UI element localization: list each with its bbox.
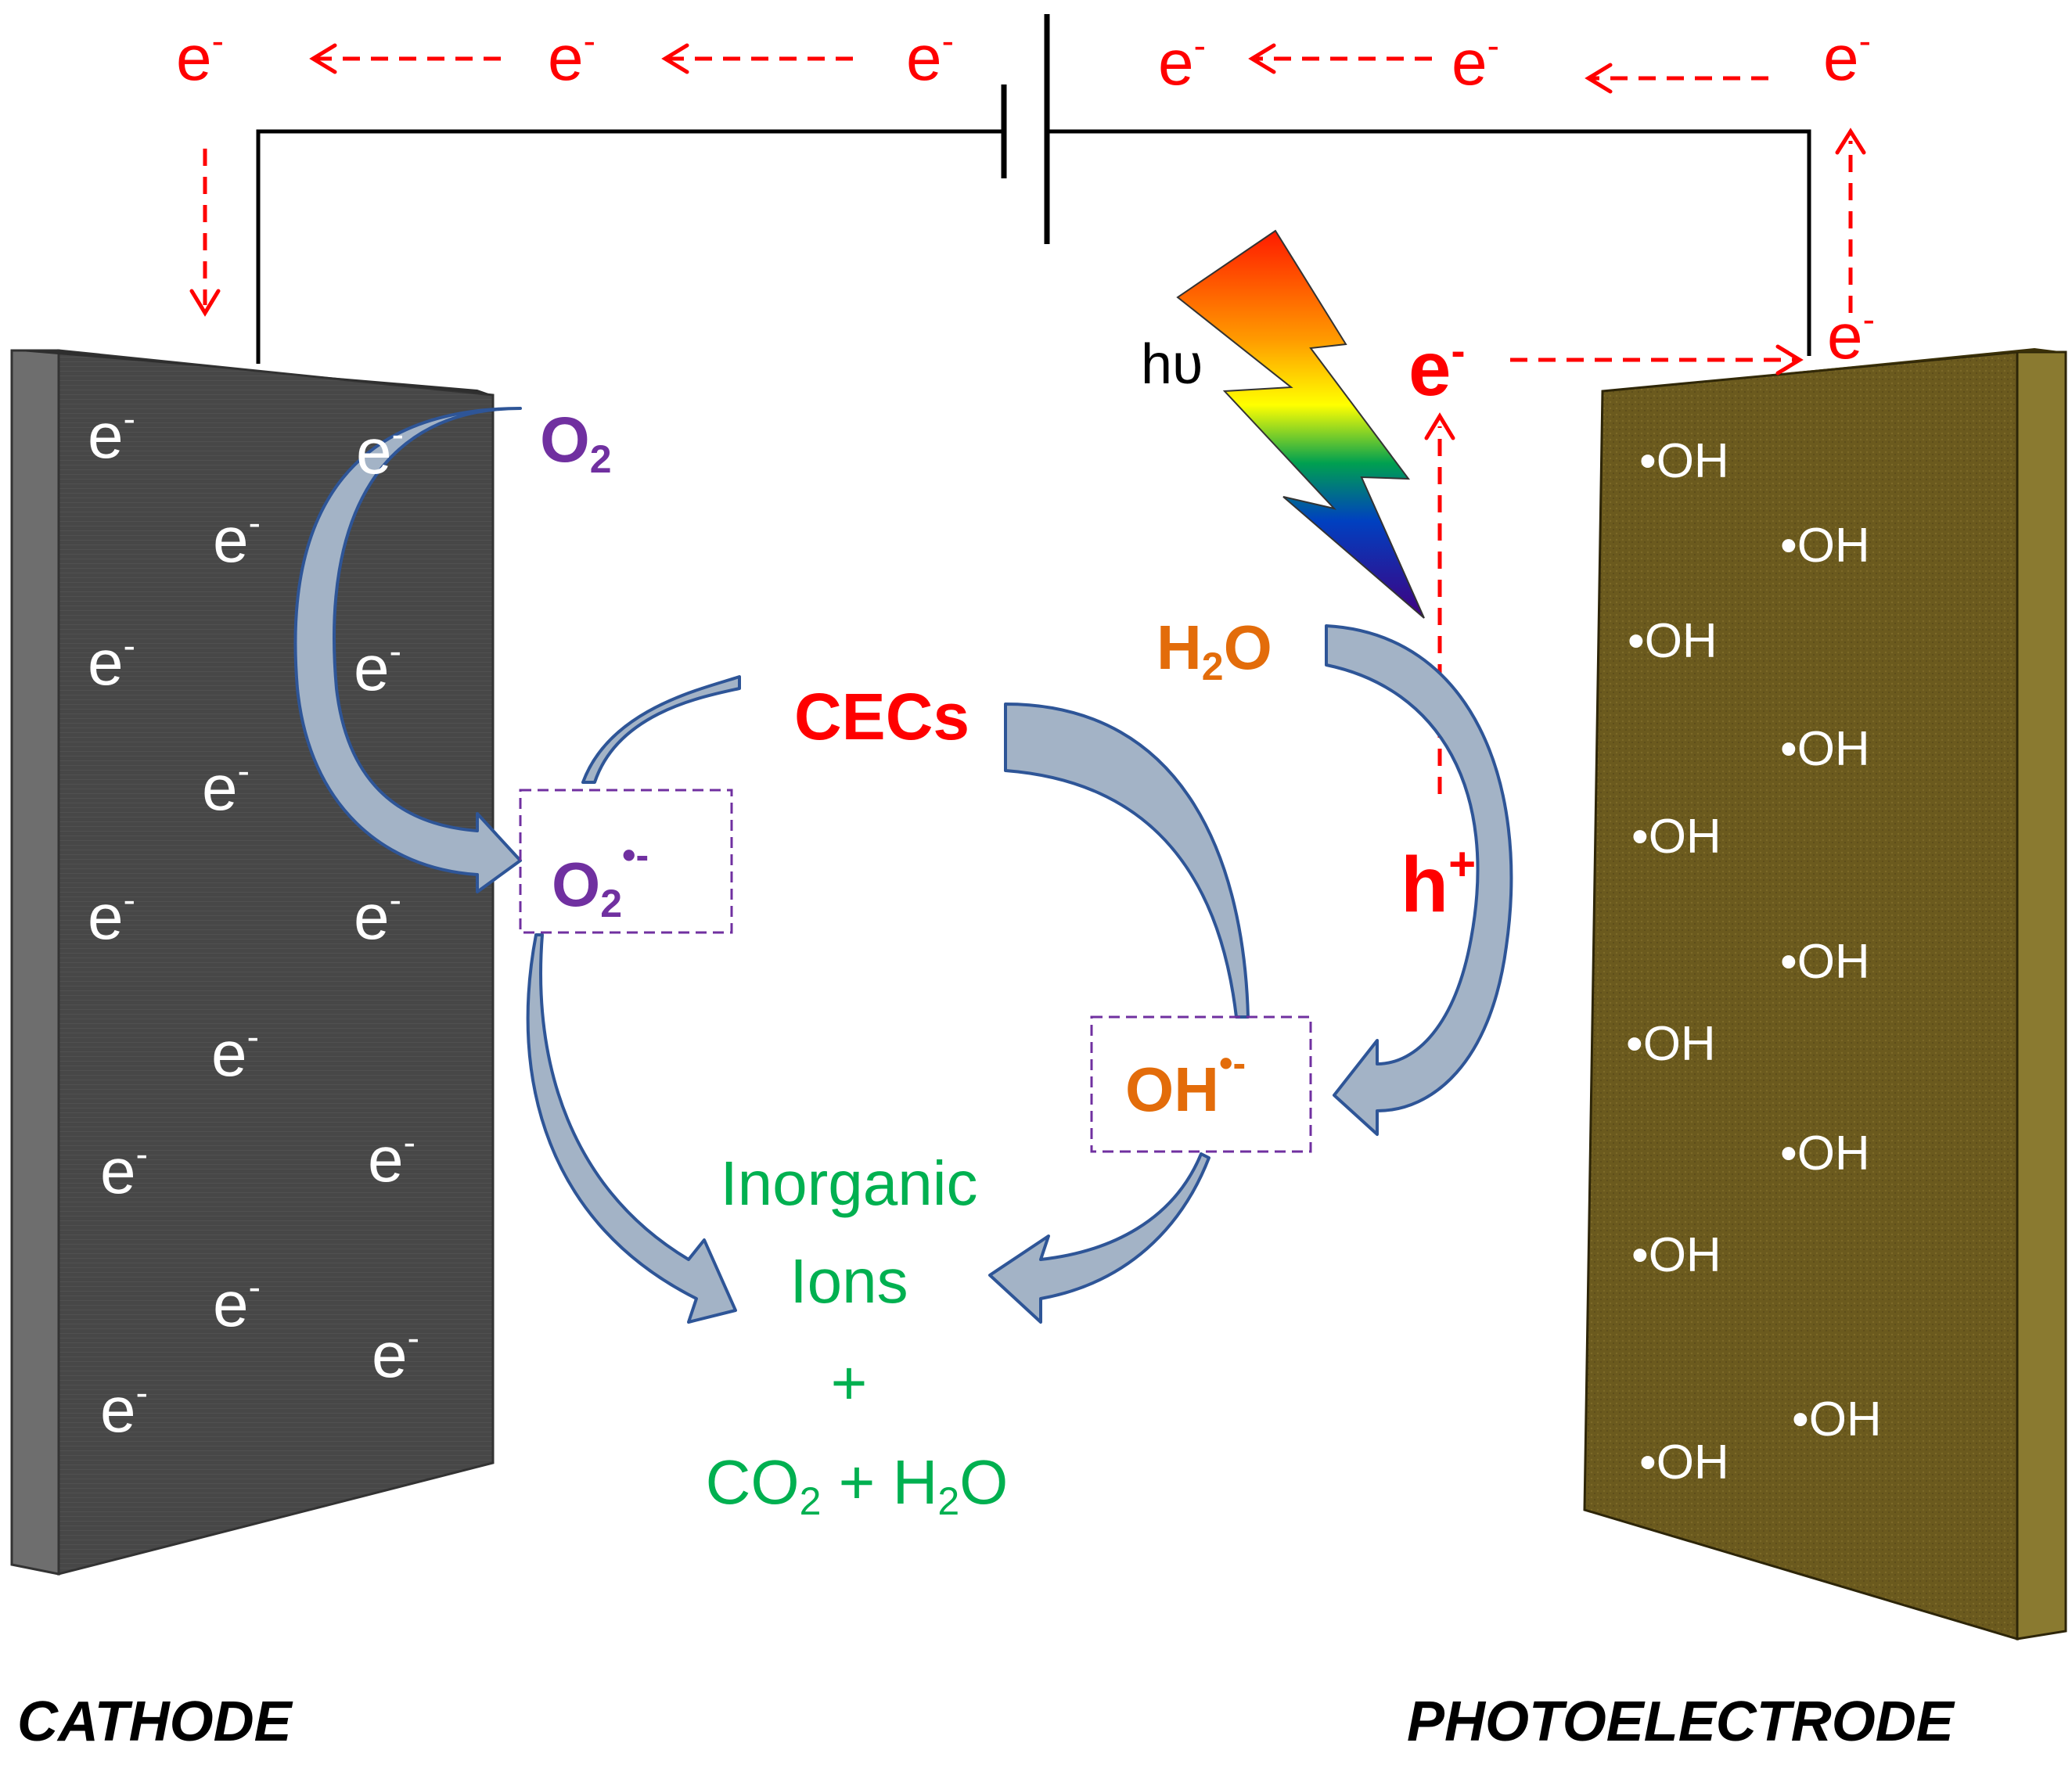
- arrow-heads: [189, 43, 1866, 440]
- arrow-cecs-left: [581, 675, 741, 784]
- cecs-label: CECs: [794, 680, 969, 753]
- circuit-electrons: e- e- e- e- e- e- e- e- h+: [176, 20, 1875, 929]
- cathode-electron: e-: [213, 502, 261, 576]
- arrowhead-top-2: [661, 43, 689, 74]
- light-label: hυ: [1141, 333, 1203, 396]
- arrowhead-top-1: [309, 43, 337, 74]
- cathode-electron: e-: [356, 414, 404, 487]
- cathode-electrode: [10, 349, 495, 1576]
- arrowhead-excitation: [1424, 412, 1455, 440]
- products-line-2: Ions: [790, 1246, 908, 1316]
- cathode-electron: e-: [202, 750, 250, 824]
- photoelectrode: [1583, 348, 2067, 1641]
- surface-hydroxyl: •OH: [1631, 810, 1721, 864]
- cathode-electrons: e- e- e- e- e- e- e- e- e- e- e- e- e- e…: [88, 398, 419, 1446]
- arrow-hydroxyl-to-products: [988, 1152, 1210, 1324]
- hole-label: h+: [1401, 838, 1476, 929]
- surface-hydroxyl: •OH: [1792, 1392, 1882, 1446]
- cathode-electron: e-: [372, 1317, 419, 1391]
- arrowhead-up-right: [1835, 128, 1866, 155]
- superoxide-box: [519, 789, 733, 934]
- cathode-electron: e-: [100, 1372, 148, 1446]
- cathode-side-face: [10, 349, 60, 1576]
- cathode-electron: e-: [354, 631, 401, 704]
- oxygen-label: O2: [540, 404, 612, 481]
- hydroxyl-label: OH•-: [1125, 1041, 1246, 1124]
- hydroxyl-box: [1090, 1015, 1312, 1153]
- cathode-electron: e-: [213, 1267, 261, 1340]
- surface-hydroxyl: •OH: [1780, 935, 1870, 989]
- arrowhead-down-left: [189, 289, 221, 317]
- cathode-electron: e-: [211, 1016, 259, 1090]
- arrowhead-to-photoelectrode: [1775, 344, 1804, 376]
- products-line-1: Inorganic: [720, 1148, 977, 1218]
- surface-radicals: •OH •OH •OH •OH •OH •OH •OH •OH •OH •OH …: [1626, 434, 1882, 1490]
- products-line-4: CO2 + H2O: [706, 1447, 1009, 1523]
- cathode-electron: e-: [100, 1134, 148, 1207]
- circuit-electron: e-: [1823, 20, 1871, 94]
- lightning-bolt-icon: [1176, 229, 1425, 619]
- cathode-electron: e-: [88, 879, 135, 953]
- circuit-wire-left: [256, 129, 1004, 364]
- cathode-electron: e-: [354, 879, 401, 953]
- excited-electron: e-: [1408, 325, 1466, 411]
- products-line-3: +: [831, 1348, 868, 1418]
- surface-hydroxyl: •OH: [1626, 1017, 1716, 1071]
- electron-flow-arrows: [203, 56, 1853, 794]
- cathode-electron: e-: [88, 625, 135, 699]
- circuit-wire-right: [1047, 129, 1811, 356]
- arrow-cecs-right: [1004, 703, 1250, 1019]
- products-label: Inorganic Ions + CO2 + H2O: [706, 1148, 1009, 1523]
- arrow-water-to-hydroxyl: [1325, 624, 1513, 1136]
- arrow-o2-to-superoxide: [293, 407, 522, 893]
- surface-hydroxyl: •OH: [1628, 614, 1718, 668]
- surface-hydroxyl: •OH: [1780, 1127, 1870, 1180]
- surface-hydroxyl: •OH: [1639, 1436, 1729, 1490]
- photoelectrode-title: PHOTOELECTRODE: [1407, 1691, 1955, 1753]
- cathode-electron: e-: [368, 1122, 415, 1195]
- circuit-electron: e-: [1158, 25, 1206, 99]
- cathode-title: CATHODE: [17, 1691, 293, 1753]
- arrowhead-top-3: [1248, 43, 1276, 74]
- circuit-electron: e-: [548, 20, 595, 94]
- external-circuit: [256, 14, 1811, 364]
- arrow-superoxide-to-products: [526, 933, 737, 1324]
- surface-hydroxyl: •OH: [1780, 519, 1870, 573]
- surface-hydroxyl: •OH: [1780, 722, 1870, 776]
- circuit-electron: e-: [1451, 25, 1499, 99]
- superoxide-label: O2•-: [552, 833, 649, 925]
- cathode-electron: e-: [88, 398, 135, 472]
- circuit-electron: e-: [176, 20, 224, 94]
- circuit-electron: e-: [906, 20, 954, 94]
- surface-hydroxyl: •OH: [1631, 1228, 1721, 1282]
- photoelectrode-side-face: [2016, 350, 2067, 1640]
- circuit-electron: e-: [1827, 299, 1875, 372]
- surface-hydroxyl: •OH: [1639, 434, 1729, 488]
- arrowhead-top-4: [1585, 63, 1613, 94]
- water-label: H2O: [1157, 613, 1272, 688]
